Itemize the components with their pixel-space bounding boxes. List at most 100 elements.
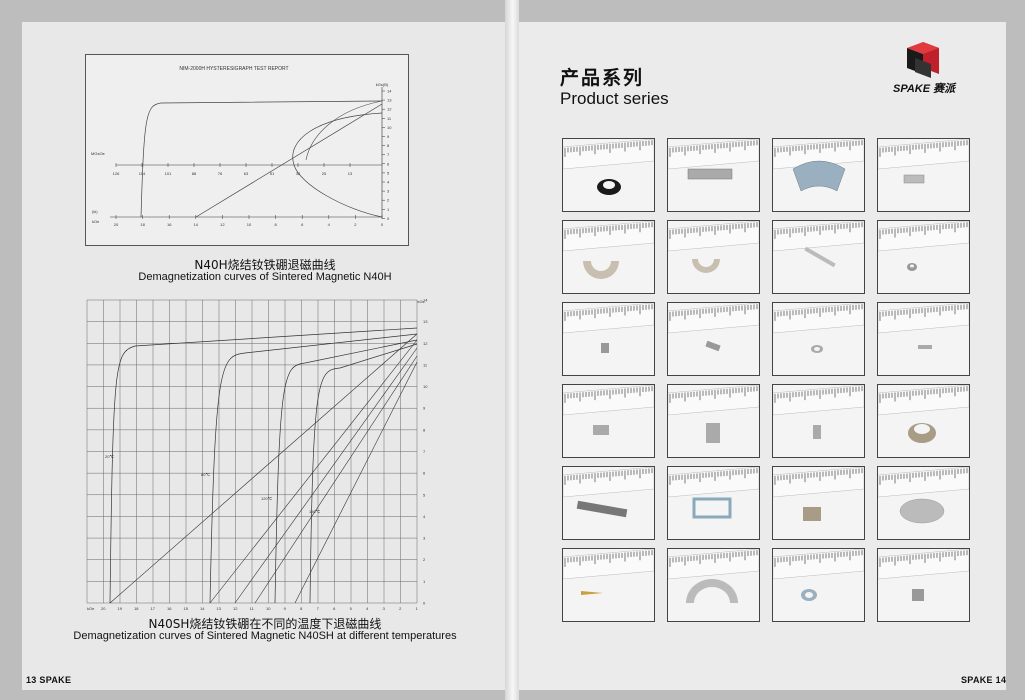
c1-y-tick: 1: [387, 207, 390, 212]
chart1-caption-cn: N40H烧结钕铁硼退磁曲线: [194, 258, 336, 272]
c1-x-tick: 14: [194, 222, 199, 227]
c2-y-tick: 6: [423, 471, 426, 476]
product-photo: [668, 221, 759, 273]
product-tile[interactable]: [667, 138, 760, 212]
product-tile[interactable]: [772, 302, 865, 376]
spake-logo-icon: [907, 42, 939, 78]
product-tile[interactable]: [877, 302, 970, 376]
c1-x-tick: 2: [354, 222, 357, 227]
c2-y-tick: 14: [423, 298, 428, 303]
c2-x-tick: 15: [184, 606, 189, 611]
product-tile[interactable]: [772, 548, 865, 622]
c1-mgoe-tick: 101: [165, 171, 172, 176]
product-photo: [668, 549, 759, 603]
book-spine: [505, 0, 519, 700]
product-tile[interactable]: [772, 138, 865, 212]
c2-x-tick: 20: [101, 606, 106, 611]
product-photo: [773, 139, 864, 192]
product-tile[interactable]: [562, 220, 655, 294]
c2-y-tick: 11: [423, 362, 428, 367]
c2-x-tick: 6: [333, 606, 336, 611]
hysteresis-chart-svg: NIM-2000H HYSTERESIGRAPH TEST REPORT kGs…: [91, 66, 392, 227]
product-tile[interactable]: [667, 220, 760, 294]
c1-y-tick: 2: [387, 198, 390, 203]
product-photo: [563, 303, 654, 353]
c1-y-tick: 10: [387, 125, 392, 130]
c2-y-tick: 13: [423, 319, 428, 324]
product-photo: [773, 303, 864, 353]
product-tile[interactable]: [667, 548, 760, 622]
product-tile[interactable]: [562, 384, 655, 458]
c2-x-axis-label: kOe: [87, 606, 95, 611]
c2-x-tick: 2: [399, 606, 402, 611]
product-tile[interactable]: [772, 384, 865, 458]
c2-x-tick: 5: [350, 606, 353, 611]
product-photo: [773, 467, 864, 521]
c1-mgoe-tick: 13: [348, 171, 353, 176]
product-tile[interactable]: [877, 384, 970, 458]
product-photo: [773, 549, 864, 601]
c2-y-tick: 3: [423, 536, 426, 541]
product-photo: [668, 303, 759, 352]
product-tile[interactable]: [562, 302, 655, 376]
c1-y-tick: 8: [387, 143, 390, 148]
c2-y-tick: 10: [423, 384, 428, 389]
c2-y-tick: 1: [423, 579, 426, 584]
product-series-title-cn: 产品系列: [560, 67, 645, 89]
c1-mgoe-tick: 63: [244, 171, 249, 176]
koe-label: kOe: [92, 219, 100, 224]
c2-x-tick: 9: [284, 606, 287, 611]
c1-x-tick: 12: [220, 222, 225, 227]
temp-80-label: 80℃: [201, 472, 210, 477]
product-tile[interactable]: [877, 138, 970, 212]
product-tile[interactable]: [667, 384, 760, 458]
product-tile[interactable]: [772, 466, 865, 540]
product-photo: [563, 385, 654, 435]
brand-wordmark: SPAKE 赛派: [893, 80, 955, 96]
c1-x-tick: 6: [301, 222, 304, 227]
c1-mgoe-tick: 88: [192, 171, 197, 176]
product-tile[interactable]: [877, 548, 970, 622]
product-photo: [773, 221, 864, 268]
product-series-title-en: Product series: [560, 89, 669, 108]
c2-y-tick: 4: [423, 514, 426, 519]
c1-y-tick: 11: [387, 116, 392, 121]
product-tile[interactable]: [877, 466, 970, 540]
chart2-caption-cn: N40SH烧结钕铁硼在不同的温度下退磁曲线: [148, 617, 382, 631]
y-axis-label: kGs(B): [376, 82, 389, 87]
c2-x-tick: 7: [317, 606, 320, 611]
c2-y-tick: 5: [423, 492, 426, 497]
product-tile[interactable]: [877, 220, 970, 294]
c1-y-tick: 7: [387, 152, 390, 157]
c2-x-tick: 13: [217, 606, 222, 611]
product-photo: [878, 303, 969, 349]
product-tile[interactable]: [562, 466, 655, 540]
product-photo: [563, 467, 654, 518]
c1-y-tick: 0: [387, 216, 390, 221]
c1-y-tick: 6: [387, 161, 390, 166]
chart1-caption-en: Demagnetization curves of Sintered Magne…: [138, 271, 392, 283]
brand-name: SPAKE: [893, 83, 931, 95]
c1-y-tick: 9: [387, 134, 390, 139]
c2-x-tick: 19: [118, 606, 123, 611]
c1-mgoe-tick: 76: [218, 171, 223, 176]
c2-y-axis-label: kGs: [417, 299, 424, 304]
temp-120-label: 120℃: [261, 496, 273, 501]
c2-x-tick: 10: [266, 606, 271, 611]
product-tile[interactable]: [562, 138, 655, 212]
product-photo: [878, 139, 969, 184]
product-tile[interactable]: [667, 302, 760, 376]
mgoe-label: MGsOe: [91, 151, 106, 156]
product-tile[interactable]: [667, 466, 760, 540]
c1-y-tick: 3: [387, 189, 390, 194]
chart2-caption-en: Demagnetization curves of Sintered Magne…: [73, 630, 457, 642]
c1-y-tick: 12: [387, 107, 392, 112]
c2-y-tick: 0: [423, 601, 426, 606]
product-tile[interactable]: [772, 220, 865, 294]
product-tile[interactable]: [562, 548, 655, 622]
product-photo: [563, 221, 654, 279]
c1-x-tick: 16: [167, 222, 172, 227]
c2-y-tick: 2: [423, 557, 426, 562]
